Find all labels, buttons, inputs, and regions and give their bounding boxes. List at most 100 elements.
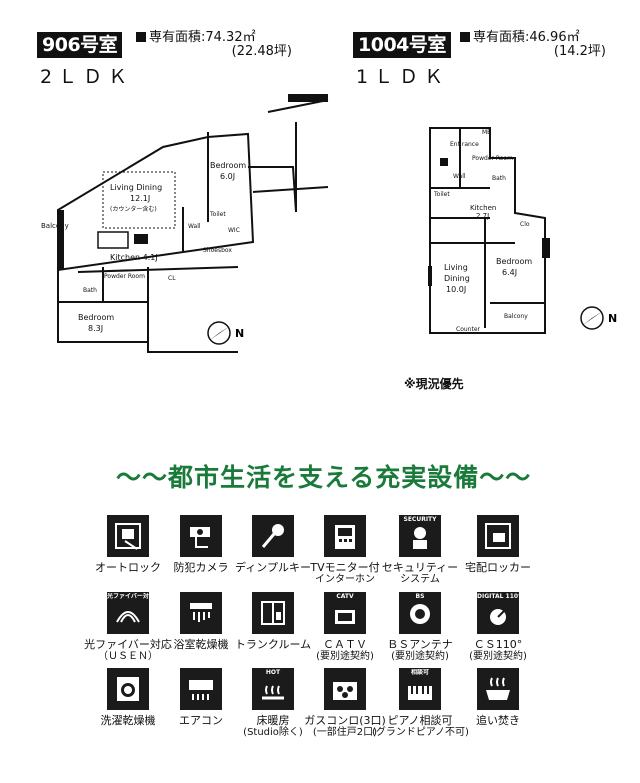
- feature-label: オートロック: [95, 561, 161, 574]
- plan-b-kitchen-label: Kitchen: [470, 204, 496, 212]
- square-bullet-icon: [460, 32, 470, 42]
- feature-label: TVモニター付: [310, 561, 380, 574]
- feature-label: トランクルーム: [234, 638, 312, 651]
- plan-a-toilet-label: Toilet: [209, 211, 226, 218]
- feature-item: エアコン: [153, 668, 249, 727]
- feature-sublabel: (グランドピアノ不可): [372, 727, 469, 738]
- feature-label: ＣＳ110°: [473, 638, 523, 651]
- unit-a-layout-type: 2ＬＤＫ: [40, 66, 134, 88]
- feature-badge: HOT: [265, 669, 281, 676]
- feature-label: ピアノ相談可: [387, 714, 453, 727]
- plan-b-dining-label: Dining: [444, 274, 470, 283]
- plan-b-bath-label: Bath: [492, 175, 506, 182]
- note-actual-priority: ※現況優先: [404, 377, 464, 391]
- feature-label: 防犯カメラ: [173, 561, 229, 574]
- feature-badge: BS: [415, 593, 425, 600]
- plan-b-living-size: 10.0J: [446, 285, 466, 294]
- feature-sublabel: (要別途契約): [316, 651, 374, 662]
- delivery-locker-icon: [477, 515, 519, 557]
- plan-b-clo-label: Clo: [520, 221, 530, 228]
- plan-a-kitchen-label: Kitchen 4.1J: [110, 253, 158, 262]
- feature-label: 光ファイバー対応: [84, 638, 172, 651]
- feature-item: 光ファイバー対応光ファイバー対応（ＵＳＥＮ）: [80, 592, 176, 663]
- feature-label: ディンプルキー: [235, 561, 311, 574]
- plan-a-wic-label: WIC: [228, 227, 240, 234]
- plan-a-powder-label: Powder Room: [104, 273, 145, 280]
- feature-badge: CATV: [336, 593, 354, 600]
- reheat-bath-icon: [477, 668, 519, 710]
- feature-label: ＢＳアンテナ: [387, 638, 453, 651]
- plan-a-wall-label: Wall: [188, 223, 201, 230]
- feature-sublabel: (要別途契約): [391, 651, 449, 662]
- plan-b-bedroom-size: 6.4J: [502, 268, 517, 277]
- feature-label: セキュリティー: [381, 561, 459, 574]
- security-camera-icon: [180, 515, 222, 557]
- feature-label: エアコン: [179, 714, 223, 727]
- plan-b-wall-label: Wall: [453, 173, 466, 180]
- feature-item: TVモニター付インターホン: [297, 515, 393, 586]
- feature-label: 床暖房: [256, 714, 290, 727]
- plan-b-powder-label: Powder Room: [472, 155, 513, 162]
- compass-a-label: N: [235, 327, 244, 340]
- feature-item: HOT 床暖房(Studio除く): [225, 668, 321, 739]
- gas-stove-icon: [324, 668, 366, 710]
- feature-sublabel: （ＵＳＥＮ）: [98, 651, 158, 662]
- tv-intercom-icon: [324, 515, 366, 557]
- feature-label: 洗濯乾燥機: [100, 714, 156, 727]
- feature-item: DIGITAL 110°CS ＣＳ110°(要別途契約): [450, 592, 546, 663]
- plan-a-bath-label: Bath: [83, 287, 97, 294]
- plan-b-bedroom-label: Bedroom: [496, 257, 532, 266]
- unit-a-tsubo: (22.48坪): [231, 44, 292, 59]
- catv-icon: CATV: [324, 592, 366, 634]
- feature-item: 浴室乾燥機: [153, 592, 249, 651]
- amenities-headline: ～～都市生活を支える充実設備～～: [116, 463, 532, 492]
- plan-b-ms-label: MB: [482, 129, 491, 136]
- plan-b-counter-label: Counter: [456, 326, 481, 333]
- feature-badge: 光ファイバー対応: [107, 593, 149, 600]
- square-bullet-icon: [136, 32, 146, 42]
- feature-item: オートロック: [80, 515, 176, 574]
- feature-sublabel: インターホン: [315, 574, 375, 585]
- plan-a-living-size: 12.1J: [130, 194, 150, 203]
- compass-a-icon: N: [207, 321, 244, 345]
- unit-b-layout-type: 1ＬＤＫ: [356, 66, 450, 88]
- plan-a-living-label: Living Dining: [110, 183, 162, 192]
- plan-a-bedroom1-label: Bedroom: [210, 161, 246, 170]
- plan-b-balcony-label: Balcony: [504, 313, 528, 320]
- autolock-icon: [107, 515, 149, 557]
- feature-badge: SECURITY: [403, 516, 437, 523]
- plan-a-bedroom2-size: 8.3J: [88, 324, 103, 333]
- feature-item: CATV ＣＡＴＶ(要別途契約): [297, 592, 393, 663]
- piano-icon: 相談可: [399, 668, 441, 710]
- plan-b-entrance-label: Ent rance: [450, 141, 479, 148]
- unit-b-area: 専有面積:46.96㎡: [460, 30, 580, 45]
- feature-item: 追い焚き: [450, 668, 546, 727]
- feature-label: 浴室乾燥機: [173, 638, 229, 651]
- compass-b-label: N: [608, 312, 617, 325]
- feature-item: BS ＢＳアンテナ(要別途契約): [372, 592, 468, 663]
- feature-label: 追い焚き: [476, 714, 520, 727]
- feature-item: 洗濯乾燥機: [80, 668, 176, 727]
- unit-b-tsubo: (14.2坪): [553, 44, 606, 59]
- feature-label: ＣＡＴＶ: [323, 638, 367, 651]
- unit-a-area: 専有面積:74.32㎡: [136, 30, 256, 45]
- feature-sublabel: (要別途契約): [469, 651, 527, 662]
- washer-dryer-icon: [107, 668, 149, 710]
- plan-a-bedroom1-size: 6.0J: [220, 172, 235, 181]
- feature-badge: DIGITAL 110°CS: [477, 593, 519, 600]
- fiber-optic-icon: 光ファイバー対応: [107, 592, 149, 634]
- feature-item: SECURITY セキュリティーシステム: [372, 515, 468, 586]
- unit-b-area-text: 専有面積:46.96㎡: [473, 30, 580, 45]
- feature-sublabel: (Studio除く): [243, 727, 303, 738]
- bs-antenna-icon: BS: [399, 592, 441, 634]
- plan-a-shoes-label: Shoesbox: [203, 247, 232, 254]
- unit-a-area-text: 専有面積:74.32㎡: [149, 30, 256, 45]
- plan-b-toilet-label: Toilet: [433, 191, 450, 198]
- compass-b-icon: N: [580, 306, 617, 330]
- feature-item: ディンプルキー: [225, 515, 321, 574]
- feature-badge: 相談可: [410, 669, 429, 676]
- plan-a-living-note: (カウンター含む): [110, 205, 157, 213]
- unit-a-room-tag: 906号室: [37, 32, 123, 58]
- feature-sublabel: システム: [400, 574, 440, 585]
- air-conditioner-icon: [180, 668, 222, 710]
